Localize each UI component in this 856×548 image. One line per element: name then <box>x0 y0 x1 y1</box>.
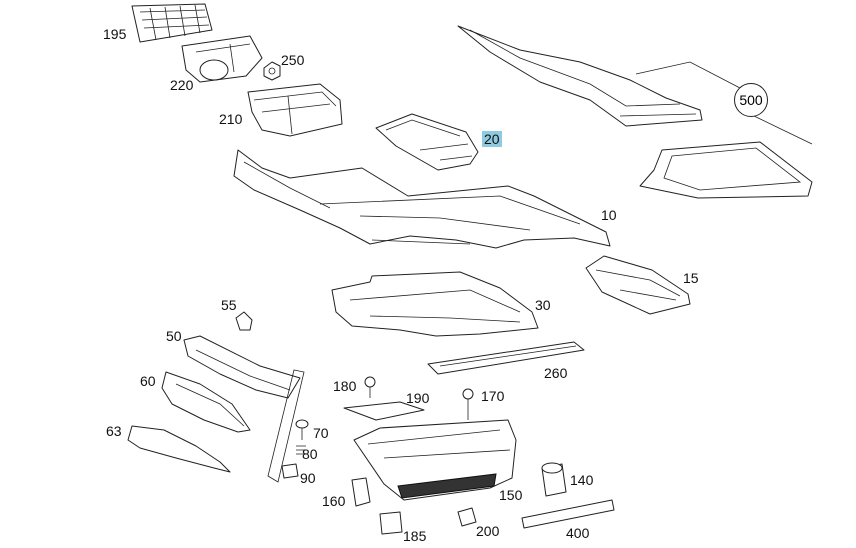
part-160-drawing <box>351 477 371 507</box>
callout-leader-lines <box>635 61 813 145</box>
part-400-drawing <box>521 499 615 529</box>
part-label-60: 60 <box>140 373 156 389</box>
part-50-drawing <box>183 335 301 399</box>
part-500-top-drawing <box>457 25 703 127</box>
part-63-drawing <box>127 425 231 473</box>
part-30-drawing <box>331 271 539 337</box>
part-150-drawing <box>353 419 517 501</box>
part-label-63: 63 <box>106 423 122 439</box>
part-260-drawing <box>427 341 585 375</box>
part-10-drawing <box>233 149 611 249</box>
part-label-180: 180 <box>333 378 357 394</box>
part-210-drawing <box>247 83 343 137</box>
part-70-drawing <box>295 419 309 440</box>
hardware-group-bracket <box>267 369 305 483</box>
part-label-220: 220 <box>170 77 194 93</box>
part-label-70: 70 <box>313 425 329 441</box>
part-label-185: 185 <box>403 528 427 544</box>
part-label-200: 200 <box>476 523 500 539</box>
part-label-50: 50 <box>166 328 182 344</box>
part-60-drawing <box>161 371 251 433</box>
part-label-160: 160 <box>322 493 346 509</box>
part-label-10: 10 <box>601 207 617 223</box>
part-label-250: 250 <box>281 52 305 68</box>
part-label-90: 90 <box>300 470 316 486</box>
part-label-150: 150 <box>499 487 523 503</box>
part-label-140: 140 <box>570 472 594 488</box>
part-label-170: 170 <box>481 388 505 404</box>
part-label-80: 80 <box>302 446 318 462</box>
part-80-drawing <box>296 445 306 455</box>
part-label-195: 195 <box>103 26 127 42</box>
part-label-210: 210 <box>219 111 243 127</box>
part-label-260: 260 <box>544 365 568 381</box>
part-55-drawing <box>235 311 253 331</box>
part-label-30: 30 <box>535 297 551 313</box>
part-90-drawing <box>281 463 299 479</box>
part-20-drawing <box>375 113 479 171</box>
part-label-400: 400 <box>566 525 590 541</box>
part-label-55: 55 <box>221 297 237 313</box>
callout-500: 500 <box>734 83 768 117</box>
part-500-mat-drawing <box>639 141 813 199</box>
part-200-drawing <box>457 507 477 527</box>
part-170-drawing <box>462 388 474 420</box>
part-220-drawing <box>181 35 263 83</box>
part-190-drawing <box>343 401 425 421</box>
part-label-15: 15 <box>683 270 699 286</box>
part-195-drawing <box>131 3 213 43</box>
part-180-drawing <box>364 376 376 398</box>
part-15-drawing <box>585 255 691 315</box>
part-140-drawing <box>541 462 567 497</box>
part-label-190: 190 <box>406 390 430 406</box>
part-250-drawing <box>263 61 281 81</box>
part-label-20[interactable]: 20 <box>482 131 502 147</box>
part-185-drawing <box>379 511 403 535</box>
